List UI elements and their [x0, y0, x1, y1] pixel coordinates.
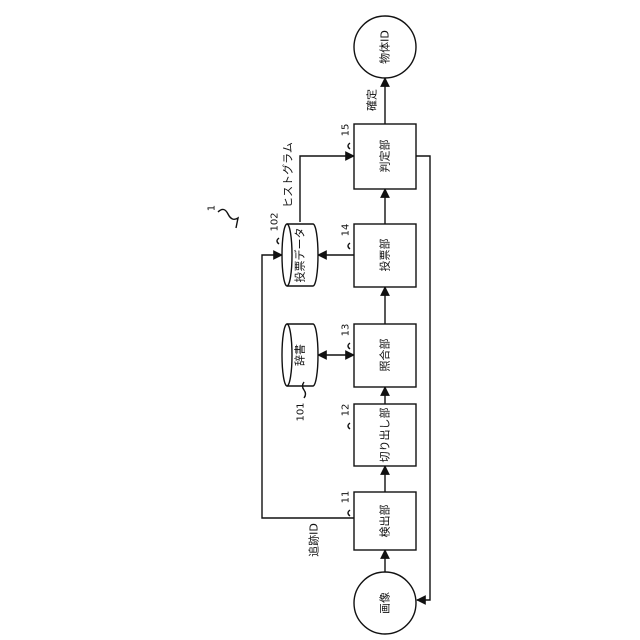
ref-detector: 11: [341, 491, 352, 504]
detector-label: 検出部: [378, 505, 392, 538]
arrow-judge-feedback-to-image: [416, 156, 430, 600]
confirm-label: 確定: [365, 89, 379, 111]
terminal-image: 画像: [354, 572, 416, 634]
ref-vote-data: 102: [270, 212, 281, 231]
ref-detector-hook: [348, 510, 350, 516]
block-judge: 判定部: [354, 124, 416, 189]
ref-vote-data-hook: [277, 238, 279, 244]
block-matcher: 照合部: [354, 324, 416, 387]
ref-matcher-hook: [348, 343, 350, 349]
ref-judge-hook: [348, 143, 350, 149]
image-label: 画像: [379, 592, 392, 614]
figure-ref-leader: [218, 209, 238, 228]
ref-dictionary: 101: [296, 402, 307, 421]
block-cutout: 切り出し部: [354, 404, 416, 466]
ref-cutout: 12: [341, 404, 352, 417]
ref-voter: 14: [341, 224, 352, 237]
store-dictionary: 辞書: [282, 324, 318, 386]
tracking-id-label: 追跡ID: [307, 523, 321, 557]
terminal-object-id: 物体ID: [354, 16, 416, 78]
arrow-vote-data-to-judge: [300, 156, 354, 222]
object-id-label: 物体ID: [378, 30, 392, 64]
figure-ref: 1: [207, 205, 239, 228]
block-voter: 投票部: [354, 224, 416, 287]
histogram-label: ヒストグラム: [281, 142, 295, 208]
store-vote-data: 投票データ: [282, 224, 318, 286]
judge-label: 判定部: [378, 140, 392, 173]
dictionary-label: 辞書: [293, 344, 307, 366]
matcher-label: 照合部: [378, 339, 392, 372]
voter-label: 投票部: [378, 239, 392, 272]
ref-judge: 15: [341, 124, 352, 137]
figure-ref-number: 1: [207, 205, 218, 211]
block-detector: 検出部: [354, 492, 416, 550]
cutout-label: 切り出し部: [378, 408, 392, 463]
ref-voter-hook: [348, 243, 350, 249]
ref-cutout-hook: [348, 423, 350, 429]
ref-matcher: 13: [341, 324, 352, 337]
vote-data-label: 投票データ: [293, 228, 307, 283]
